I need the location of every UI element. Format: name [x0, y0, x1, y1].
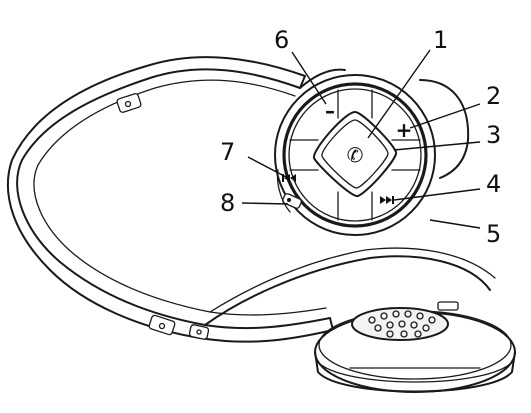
speaker-grille	[351, 307, 449, 341]
leader-2	[409, 103, 481, 129]
band-hinge-lower	[148, 314, 176, 336]
volume-up-icon[interactable]: +	[396, 118, 413, 142]
leader-8	[241, 202, 289, 205]
control-ring	[282, 82, 428, 228]
volume-down-icon[interactable]: –	[325, 99, 335, 123]
control-panel: ✆ – +	[274, 74, 436, 236]
callout-leaders	[241, 49, 481, 229]
next-track-icon[interactable]	[380, 196, 394, 204]
callout-4: 4	[486, 170, 501, 198]
callout-labels: 1 2 3 4 5 6 7 8	[220, 26, 501, 248]
callout-5: 5	[486, 220, 501, 248]
callout-2: 2	[486, 82, 501, 110]
call-button[interactable]	[313, 111, 397, 197]
callout-8: 8	[220, 189, 235, 217]
leader-3	[393, 141, 481, 151]
leader-4	[393, 188, 481, 201]
callout-1: 1	[433, 26, 448, 54]
callout-7: 7	[220, 138, 235, 166]
leader-5	[429, 219, 481, 229]
headband	[6, 56, 496, 343]
power-switch-icon[interactable]	[282, 193, 303, 209]
call-icon: ✆	[347, 143, 364, 167]
leader-7	[247, 156, 289, 179]
band-hinge-upper	[116, 93, 142, 113]
lower-earcup	[314, 301, 516, 393]
callout-3: 3	[486, 121, 501, 149]
leader-1	[367, 49, 431, 139]
leader-6	[291, 51, 327, 105]
callout-6: 6	[274, 26, 289, 54]
